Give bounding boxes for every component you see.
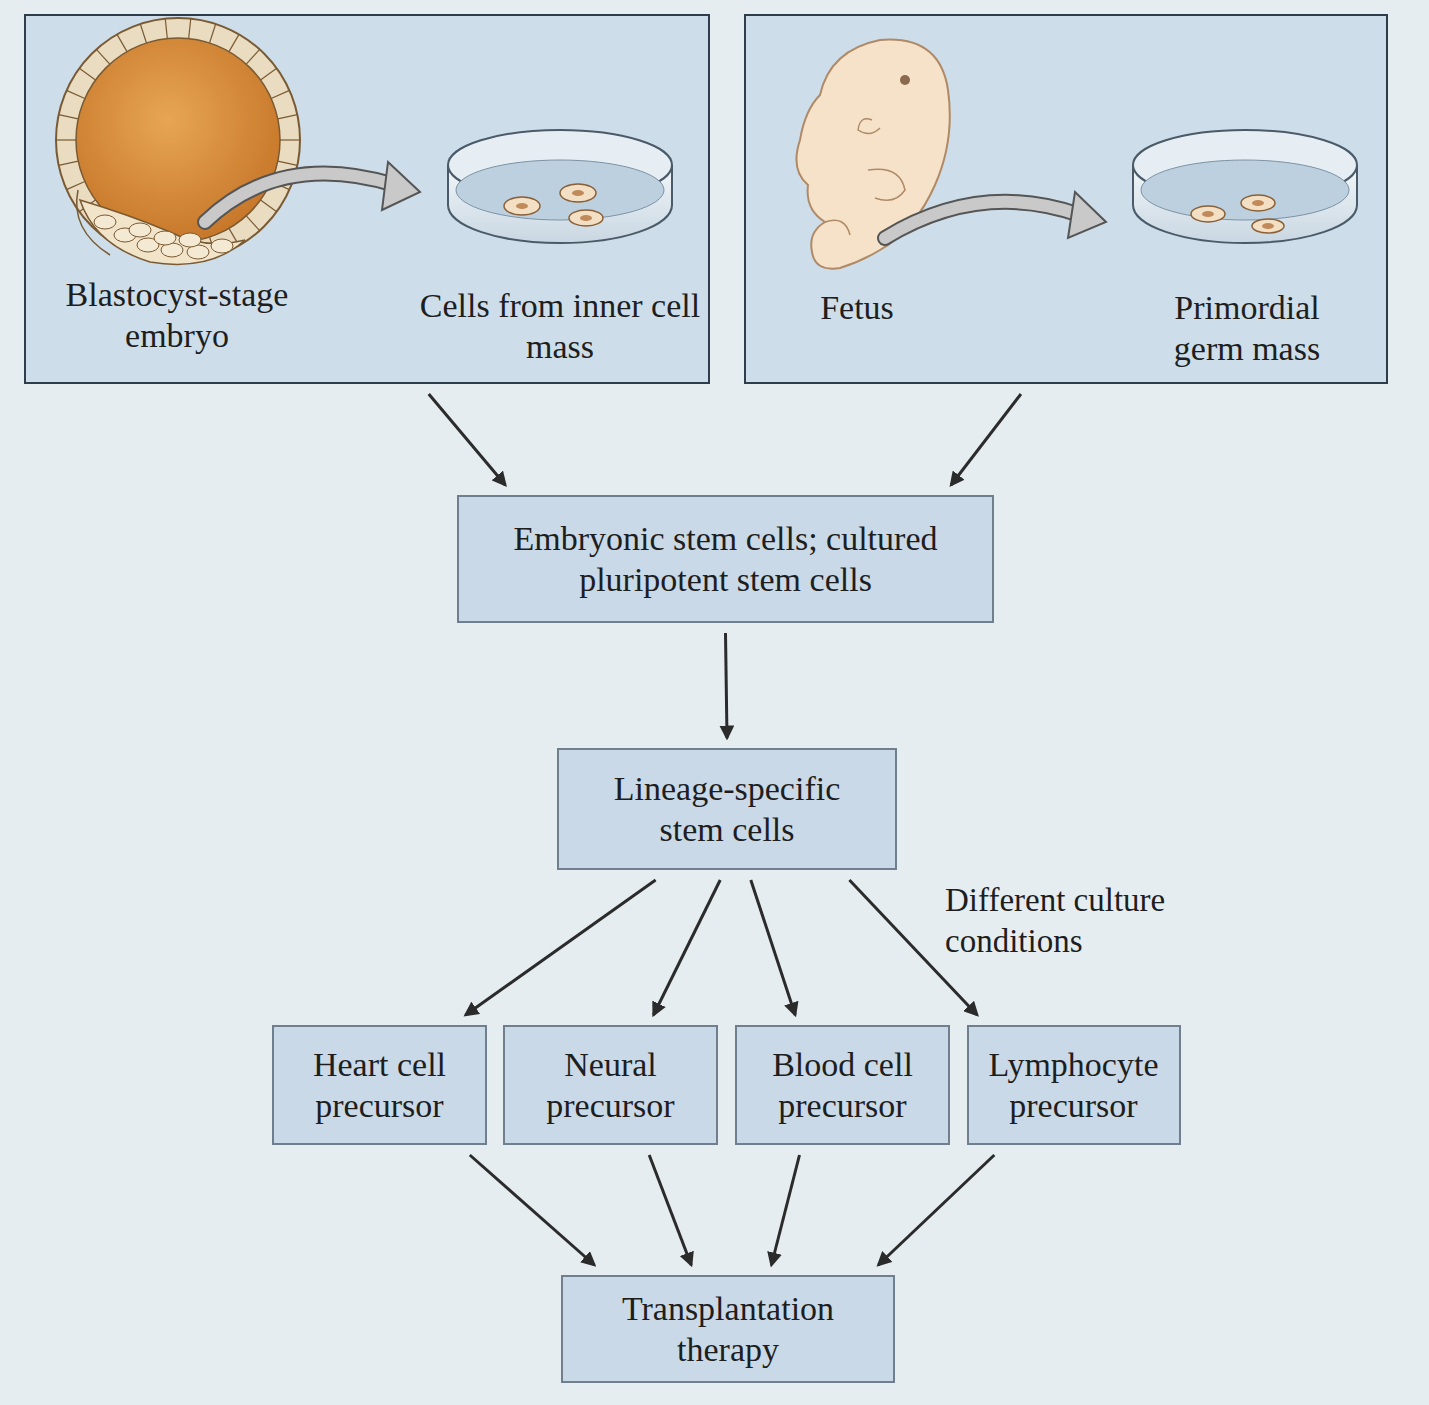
cell-wall bbox=[165, 19, 167, 39]
box-text: Neural precursor bbox=[516, 1044, 706, 1127]
curved-arrow bbox=[205, 162, 420, 222]
box-text: Embryonic stem cells; cultured pluripote… bbox=[511, 518, 941, 601]
fetus-drawing bbox=[796, 40, 949, 269]
panel-ground bbox=[744, 14, 1388, 384]
flow-arrow bbox=[771, 1155, 799, 1265]
panel-label: Primordial germ mass bbox=[1142, 287, 1352, 370]
box-text: Lymphocyte precursor bbox=[979, 1044, 1169, 1127]
cell-wall bbox=[96, 49, 109, 64]
box-text: Transplantation therapy bbox=[583, 1288, 873, 1371]
cell-wall bbox=[67, 181, 85, 189]
cell-wall bbox=[59, 115, 79, 119]
cell bbox=[154, 231, 176, 245]
blastocyst-drawing bbox=[56, 18, 300, 264]
process-box: Embryonic stem cells; cultured pluripote… bbox=[457, 495, 994, 623]
cell-wall bbox=[117, 34, 127, 51]
cell-wall bbox=[246, 216, 259, 231]
panel-label: Blastocyst-stage embryo bbox=[32, 274, 322, 357]
process-box: Heart cell precursor bbox=[272, 1025, 487, 1145]
box-text: Lineage-specific stem cells bbox=[582, 768, 872, 851]
cell-wall bbox=[261, 200, 277, 212]
cell-wall bbox=[140, 24, 146, 43]
cell-wall bbox=[210, 24, 216, 43]
process-box: Transplantation therapy bbox=[561, 1275, 895, 1383]
cell-wall bbox=[67, 90, 85, 98]
illustration-panel: Fetus Primordial germ mass bbox=[744, 14, 1388, 384]
cell-wall bbox=[261, 68, 277, 80]
process-box: Neural precursor bbox=[503, 1025, 718, 1145]
process-box: Lymphocyte precursor bbox=[967, 1025, 1181, 1145]
petri-dish bbox=[448, 130, 672, 243]
cell-wall bbox=[189, 19, 191, 39]
cell bbox=[179, 233, 201, 247]
note-label: Different culture conditions bbox=[945, 880, 1215, 963]
box-text: Blood cell precursor bbox=[748, 1044, 938, 1127]
flow-arrow bbox=[654, 880, 721, 1015]
cell-wall bbox=[278, 115, 298, 119]
cell-wall bbox=[278, 161, 298, 165]
cell bbox=[129, 223, 151, 237]
cell-wall bbox=[56, 139, 76, 140]
panel-label: Fetus bbox=[757, 287, 957, 328]
flow-arrow bbox=[466, 880, 656, 1015]
cell bbox=[211, 239, 233, 253]
panel-ground bbox=[24, 14, 710, 384]
cell bbox=[94, 215, 116, 229]
process-box: Blood cell precursor bbox=[735, 1025, 950, 1145]
illustration-panel: Blastocyst-stage embryoCells from inner … bbox=[24, 14, 710, 384]
cell-wall bbox=[79, 68, 95, 80]
curved-arrow bbox=[885, 192, 1106, 238]
flow-arrow bbox=[429, 394, 506, 485]
cell-wall bbox=[229, 34, 239, 51]
petri-dish bbox=[1133, 130, 1357, 243]
cell-wall bbox=[271, 90, 289, 98]
flow-arrow bbox=[878, 1155, 994, 1265]
cell-wall bbox=[59, 161, 79, 165]
flow-arrow bbox=[470, 1155, 595, 1265]
process-box: Lineage-specific stem cells bbox=[557, 748, 897, 870]
box-text: Heart cell precursor bbox=[285, 1044, 475, 1127]
flow-arrow bbox=[951, 394, 1021, 485]
cell-wall bbox=[280, 139, 300, 140]
flow-arrow bbox=[649, 1155, 691, 1265]
cell-wall bbox=[246, 49, 259, 64]
flow-arrow bbox=[726, 633, 728, 738]
flow-arrow bbox=[751, 880, 795, 1015]
panel-label: Cells from inner cell mass bbox=[400, 285, 720, 368]
